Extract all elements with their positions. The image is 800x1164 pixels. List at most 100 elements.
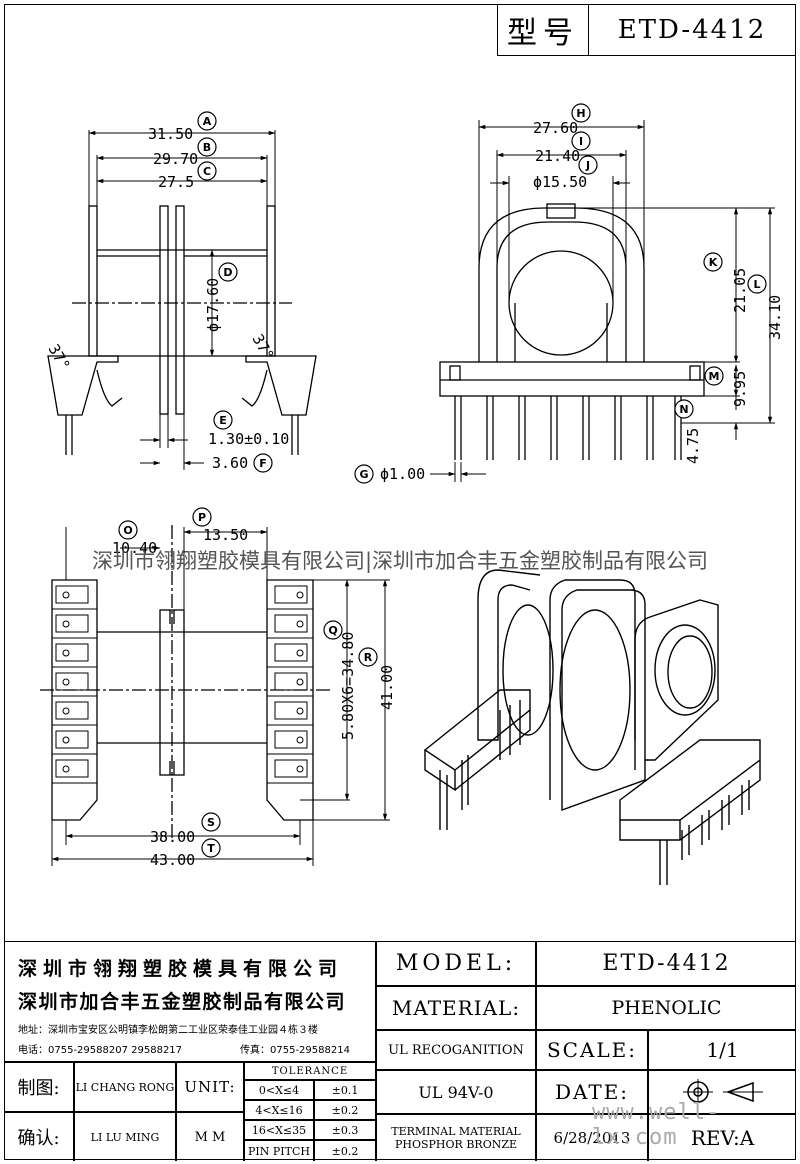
ref-letter-k: K [709,256,718,269]
company-address: 地址：深圳市宝安区公明镇李松朗第二工业区荣泰佳工业园４栋３楼 [18,1025,318,1036]
company-fax: 传真：0755-29588214 [240,1045,350,1056]
pin-hole [62,591,70,599]
pin-hole [62,678,70,686]
pin-hole [296,649,304,657]
isometric-view [423,569,761,885]
tol4-value: ±0.2 [314,1140,376,1161]
company-name-1: 深圳市翎翔塑胶模具有限公司 [18,958,344,980]
pin-slot [55,614,89,633]
dim-c-text: 27.5 [158,173,194,191]
angle-left-text: 37° [45,341,74,373]
unit-label: UNIT: [176,1062,244,1112]
pin-hole [296,591,304,599]
ref-circle-k [703,252,723,272]
date-value: 6/28/2013 [536,1114,648,1161]
company-name-2: 深圳市加合丰五金塑胶制品有限公司 [18,991,347,1013]
unit-value: M M [176,1112,244,1161]
ul-value: UL 94V-0 [376,1070,536,1114]
title-block: 深圳市翎翔塑胶模具有限公司 深圳市加合丰五金塑胶制品有限公司 地址：深圳市宝安区… [4,941,796,1161]
pin-hole [62,649,70,657]
ref-circle-r [358,647,378,667]
pin-slots [52,579,313,784]
dim-m-text: 9.95 [731,371,749,407]
pin-hole [62,736,70,744]
dim-a-text: 31.50 [148,125,193,143]
ref-letter-n: N [679,403,688,416]
pin-hole [296,765,304,773]
pin-slot [55,643,89,662]
model-header-label: 型号 [498,5,589,55]
tol2-range: 4<X≤16 [244,1100,314,1120]
tol3-value: ±0.3 [314,1120,376,1140]
dim-h-text: 27.60 [533,119,578,137]
dim-p-text: 13.50 [203,526,248,544]
dim-o-text: 10.40 [112,539,157,557]
dim-e-text: 1.30±0.10 [208,430,289,448]
ref-circle-i [571,131,591,151]
ref-circle-l [747,274,767,294]
dim-l-text: 34.10 [766,295,784,340]
ref-letter-a: A [203,115,212,128]
model-header: 型号 ETD-4412 [497,4,796,56]
dim-s-text: 38.00 [150,828,195,846]
ref-letter-m: M [709,370,720,383]
pin-hole [296,707,304,715]
dim-k-text: 21.05 [731,268,749,313]
dim-f-text: 3.60 [212,454,248,472]
ref-letter-g: G [359,468,368,481]
ref-circle-a [197,111,217,131]
tol4-range: PIN PITCH [244,1140,314,1161]
projection-symbol [648,1070,796,1114]
pin-slot [274,672,308,691]
pin-slot [274,585,308,604]
pin-slot [274,701,308,720]
pin-slot [55,701,89,720]
ref-circle-q [323,620,343,640]
ref-circle-p [192,507,212,527]
ref-circle-s [201,812,221,832]
ref-circle-c [197,161,217,181]
check-name: LI LU MING [74,1112,176,1161]
dim-n-text: 4.75 [684,428,702,464]
pin-slot [55,672,89,691]
material-label: MATERIAL: [376,986,536,1030]
pin-slot [55,585,89,604]
model-header-value: ETD-4412 [617,15,767,45]
drawn-label: 制图: [4,1062,74,1112]
dim-j-text: ϕ15.50 [533,173,587,191]
drawing-frame [4,4,796,1160]
pin-hole [296,678,304,686]
ref-letter-q: Q [328,624,337,637]
pin-hole [296,736,304,744]
site-watermark: www.well-lx.com [592,1100,721,1150]
ref-circle-g [354,464,374,484]
ul-label: UL RECOGANITION [376,1030,536,1070]
ref-circle-j [578,155,598,175]
dim-r-text: 41.00 [378,665,396,710]
ref-letter-s: S [207,816,215,829]
pin-slot [274,759,308,778]
tol1-value: ±0.1 [314,1080,376,1100]
terminal-label: TERMINAL MATERIAL [391,1125,521,1138]
tol2-value: ±0.2 [314,1100,376,1120]
revision: REV:A [648,1114,796,1161]
side-view [439,203,705,460]
ref-circle-t [201,838,221,858]
ref-circle-f [253,453,273,473]
check-label: 确认: [4,1112,74,1161]
ref-letter-f: F [259,457,267,470]
dim-t-text: 43.00 [150,851,195,869]
ref-circle-e [213,410,233,430]
pin-hole [296,620,304,628]
pin-hole [62,707,70,715]
material-value: PHENOLIC [536,986,796,1030]
ref-letter-h: H [576,107,585,120]
ref-letter-p: P [198,511,206,524]
projection-icon [682,1079,763,1105]
ref-letter-b: B [203,141,211,154]
ref-circle-d [218,262,238,282]
tolerance-title: TOLERANCE [244,1062,376,1080]
ref-letter-t: T [207,842,215,855]
